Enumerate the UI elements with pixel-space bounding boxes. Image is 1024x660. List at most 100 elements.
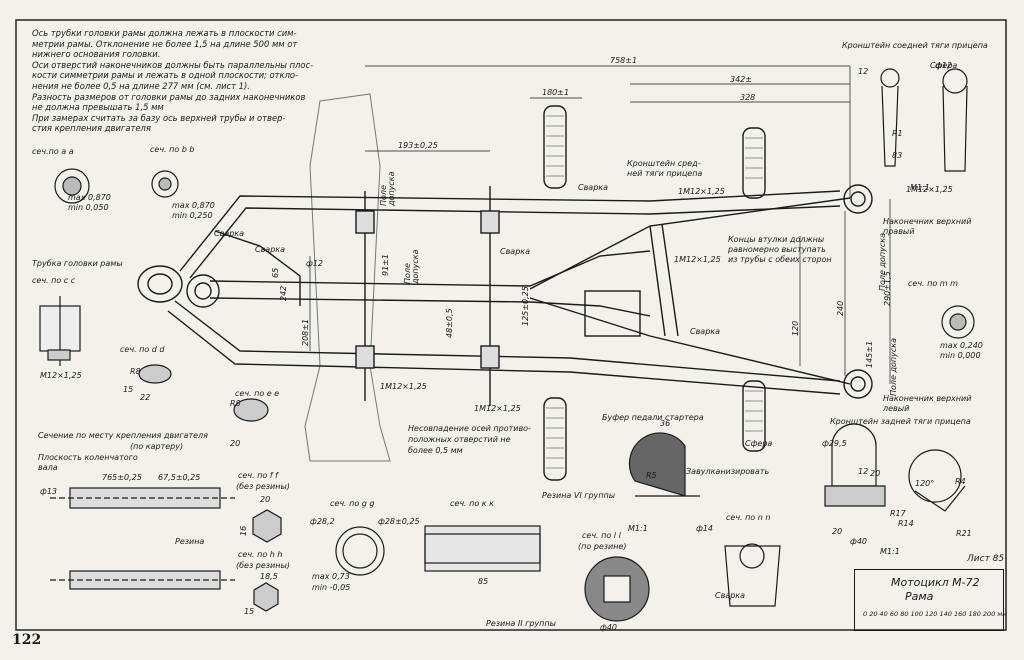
- dim-185: 18,5: [260, 572, 278, 581]
- cross-tube-2: [209, 297, 651, 317]
- note-line: нения не более 0,5 на длине 277 мм (см. …: [32, 80, 250, 91]
- sheet-number: Лист 85: [967, 554, 1005, 564]
- footrest-1: [543, 105, 567, 189]
- section-nn-drawing: [724, 543, 781, 607]
- dim-r8: R8: [130, 367, 141, 376]
- dim-phi14: ф14: [696, 524, 713, 533]
- section-label: сеч. по l l: [582, 531, 622, 540]
- label-misalign: более 0,5 мм: [408, 446, 463, 455]
- dim-91: 91±1: [381, 254, 390, 276]
- label-tol: Поле допуска: [878, 233, 887, 291]
- label-vulcanize: Завулканизировать: [686, 467, 769, 476]
- label-bushing: равномерно выступать: [727, 245, 826, 254]
- dim-85: 85: [478, 577, 488, 586]
- head-tube-inner: [147, 273, 173, 295]
- nut-1: [355, 210, 375, 234]
- label-tip-left: левый: [882, 404, 909, 413]
- section-mm-drawing: [941, 305, 975, 339]
- dim-20: 20: [260, 495, 270, 504]
- frame-drawing: [15, 19, 1007, 631]
- rear-diag-2: [529, 297, 851, 385]
- dim-m12: 1M12×1,25: [906, 185, 953, 194]
- dim-65: 65: [271, 268, 280, 278]
- label-tol: Поле: [379, 185, 388, 206]
- dim-675: 67,5±0,25: [158, 473, 200, 482]
- label-weld: Сварка: [715, 591, 745, 600]
- label-rubber2: Резина II группы: [486, 619, 556, 628]
- tip-right-inner: [850, 191, 866, 207]
- dimension-lines: [309, 65, 891, 384]
- dim-125: 125±0,25: [521, 286, 530, 326]
- label-misalign: положных отверстий не: [408, 435, 511, 444]
- note-line: стия крепления двигателя: [32, 123, 151, 134]
- upper-tube-2: [189, 205, 841, 279]
- section-label: сеч.по а а: [32, 147, 74, 156]
- dim-208: 208±1: [301, 319, 310, 346]
- label-sphere: Сфера: [745, 439, 772, 448]
- tip-right: [843, 184, 873, 214]
- title-block: Мотоцикл М-72 Рама 0 20 40 60 80 100 120…: [854, 569, 1008, 631]
- dim-phi12: ф12: [935, 61, 952, 70]
- tip-left: [843, 369, 873, 399]
- label-layer: сеч.по а а сеч. по b b сеч. по с с сеч. …: [32, 41, 988, 632]
- section-label: сеч. по d d: [120, 345, 165, 354]
- tip-left-inner: [850, 376, 866, 392]
- dim-min: min 0,250: [172, 211, 213, 220]
- section-sublabel: (по картеру): [130, 442, 183, 451]
- footrest-3: [543, 397, 567, 481]
- section-label: Сечение по месту крепления двигателя: [38, 431, 208, 440]
- main-frame-view: [137, 93, 873, 481]
- dim-m12: 1M12×1,25: [380, 382, 427, 391]
- section-ff-drawing: [252, 509, 282, 543]
- note-line: метрии рамы. Отклонение не более 1,5 на …: [32, 38, 298, 49]
- label-head-tube: Трубка головки рамы: [32, 259, 123, 268]
- nut-3: [480, 210, 500, 234]
- label-scale: M1:1: [910, 183, 930, 192]
- dim-max: max 0,240: [940, 341, 983, 350]
- dim-15: 15: [123, 385, 133, 394]
- label-crank: вала: [38, 463, 58, 472]
- note-line: Оси отверстий наконечников должны быть п…: [32, 59, 314, 70]
- dim-83: 83: [892, 151, 902, 160]
- title-part: Рама: [905, 590, 934, 603]
- section-label: сеч. по n n: [726, 513, 770, 522]
- label-weld: Сварка: [500, 247, 530, 256]
- bracket-front: [214, 230, 301, 306]
- section-bb-drawing: [151, 170, 179, 198]
- dim-193: 193±0,25: [398, 141, 438, 150]
- dim-r14: R14: [898, 519, 914, 528]
- section-label: сеч. по f f: [238, 471, 279, 480]
- section-sublabel: (без резины): [236, 482, 290, 491]
- dim-min: min -0,05: [312, 583, 350, 592]
- section-label: сеч. по е е: [235, 389, 279, 398]
- dim-342: 342±: [730, 75, 752, 84]
- dim-240: 240: [836, 301, 845, 316]
- section-label: сеч. по m m: [908, 279, 958, 288]
- rear-vertical-2: [661, 223, 679, 337]
- section-dd-drawing: [138, 364, 172, 384]
- label-bracket-front: Кронштейн соедней тяги прицепа: [842, 41, 988, 50]
- note-line: кости симметрии рамы и лежать в одной пл…: [32, 70, 299, 81]
- label-rubber6: Резина VI группы: [542, 491, 615, 500]
- dim-12: 12: [858, 467, 868, 476]
- dim-290: 290±1,5: [883, 271, 892, 306]
- dim-r21: R21: [956, 529, 972, 538]
- section-kk-drawing: [424, 525, 541, 572]
- label-sphere: Сфера: [930, 61, 957, 70]
- dim-180: 180±1: [542, 88, 569, 97]
- footrest-hatch: [546, 115, 763, 469]
- dim-phi13: ф13: [40, 487, 57, 496]
- head-tube: [137, 265, 183, 303]
- dim-22: 22: [140, 393, 150, 402]
- dim-phi20: 20: [870, 469, 880, 478]
- dim-max: max 0,73: [312, 572, 350, 581]
- section-hh-drawing: [253, 582, 279, 612]
- title-scale: 0 20 40 60 80 100 120 140 160 180 200 мм: [863, 610, 1008, 618]
- lower-tube: [174, 300, 841, 382]
- notes-block: Ось трубки головки рамы должна лежать в …: [32, 28, 332, 134]
- note-line: При замерах считать за базу ось верхней …: [32, 112, 286, 123]
- section-label: сеч. по h h: [238, 550, 282, 559]
- label-bushing: из трубы с обеих сторон: [728, 255, 832, 264]
- buffer-pedal-drawing: [628, 432, 700, 497]
- page-number: 122: [12, 632, 42, 648]
